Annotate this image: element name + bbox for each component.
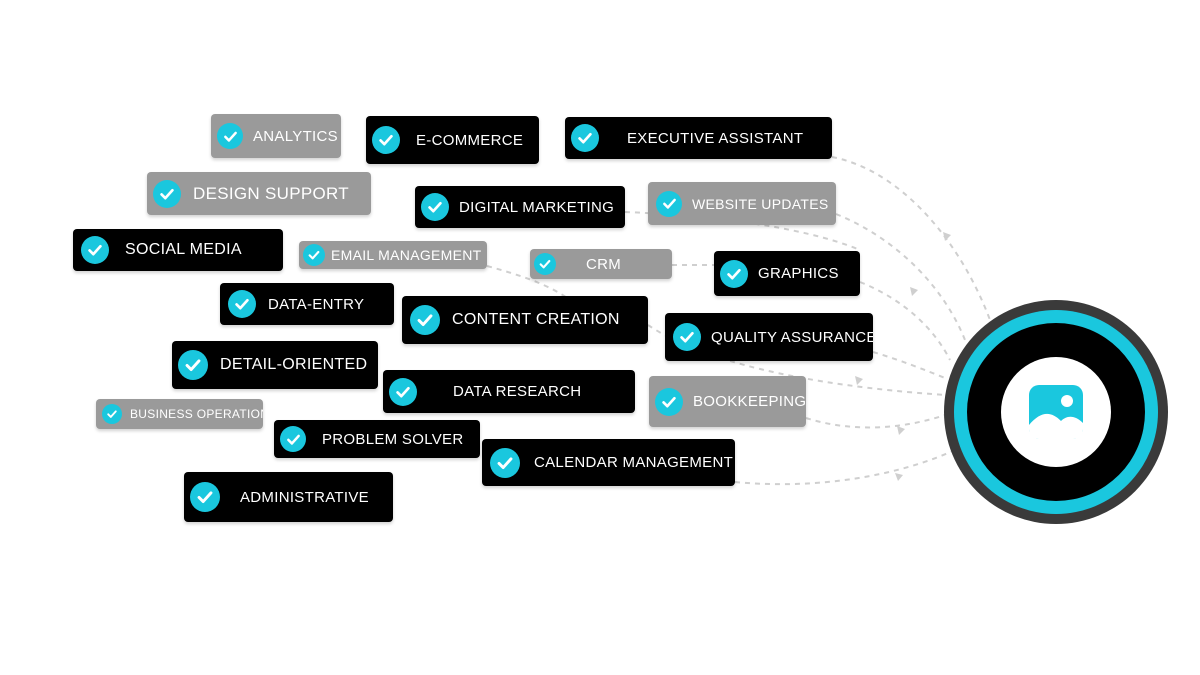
skill-label: DIGITAL MARKETING (459, 198, 615, 216)
check-icon (389, 377, 417, 406)
checkmark-glyph (286, 434, 300, 445)
hub-circle (944, 300, 1168, 524)
check-icon (217, 123, 243, 149)
skill-label: GRAPHICS (758, 265, 839, 282)
check-icon (81, 236, 109, 264)
connector-website-updates (835, 213, 966, 341)
skill-tag-administrative: ADMINISTRATIVE (184, 472, 393, 522)
skill-label: PROBLEM SOLVER (322, 430, 464, 448)
checkmark-glyph (539, 259, 551, 269)
checkmark-glyph (308, 250, 320, 260)
check-icon (228, 290, 256, 318)
checkmark-glyph (428, 201, 442, 213)
check-icon (534, 253, 556, 275)
skill-label: QUALITY ASSURANCE (711, 328, 873, 346)
skill-label: E-COMMERCE (416, 131, 524, 149)
skill-tag-digital-marketing: DIGITAL MARKETING (415, 186, 625, 228)
skill-tag-detail-oriented: DETAIL-ORIENTED (172, 341, 378, 389)
checkmark-glyph (662, 396, 676, 407)
skill-label: EMAIL MANAGEMENT (331, 247, 482, 263)
checkmark-glyph (680, 331, 694, 343)
skill-label: EXECUTIVE ASSISTANT (627, 129, 804, 147)
checkmark-glyph (417, 314, 433, 327)
skill-label: DETAIL-ORIENTED (220, 356, 368, 373)
skill-label: CALENDAR MANAGEMENT (534, 454, 734, 471)
checkmark-glyph (379, 134, 393, 146)
arrowhead-1 (943, 232, 951, 241)
checkmark-glyph (396, 386, 410, 397)
skill-label: CONTENT CREATION (452, 311, 620, 328)
check-icon (673, 323, 701, 351)
skill-label: WEBSITE UPDATES (692, 195, 829, 212)
skill-label: DATA RESEARCH (453, 383, 582, 400)
arrowhead-3 (855, 376, 863, 385)
skill-tag-website-updates: WEBSITE UPDATES (648, 182, 836, 225)
skill-tag-data-entry: DATA-ENTRY (220, 283, 394, 325)
skill-tag-problem-solver: PROBLEM SOLVER (274, 420, 480, 458)
skill-label: BUSINESS OPERATION (130, 407, 263, 421)
skill-label: DESIGN SUPPORT (193, 183, 349, 203)
arrowhead-2 (910, 287, 918, 296)
check-icon (102, 404, 122, 424)
image-icon (1029, 385, 1083, 439)
check-icon (190, 482, 220, 512)
skill-tag-graphics: GRAPHICS (714, 251, 860, 296)
skill-tag-data-research: DATA RESEARCH (383, 370, 635, 413)
checkmark-glyph (88, 244, 102, 256)
check-icon (571, 124, 599, 152)
arrowhead-5 (895, 473, 903, 481)
checkmark-glyph (160, 188, 174, 199)
check-icon (178, 350, 208, 380)
skill-label: CRM (586, 255, 622, 273)
skill-label: ADMINISTRATIVE (240, 488, 369, 506)
skill-tag-content-creation: CONTENT CREATION (402, 296, 648, 344)
check-icon (490, 447, 520, 478)
skill-tag-calendar-management: CALENDAR MANAGEMENT (482, 439, 735, 486)
skill-tag-analytics: ANALYTICS (211, 114, 341, 158)
skill-tag-bookkeeping: BOOKKEEPING (649, 376, 806, 427)
connector-bookkeeping (805, 414, 946, 429)
check-icon (655, 387, 683, 416)
checkmark-glyph (223, 131, 237, 142)
checkmark-glyph (578, 132, 592, 144)
skill-tag-quality-assurance: QUALITY ASSURANCE (665, 313, 873, 361)
checkmark-glyph (497, 456, 513, 469)
check-icon (280, 426, 306, 452)
skill-label: DATA-ENTRY (268, 295, 365, 313)
checkmark-glyph (662, 198, 676, 209)
skill-label: SOCIAL MEDIA (125, 241, 242, 258)
check-icon (656, 190, 682, 217)
check-icon (153, 179, 181, 208)
connector-graphics (859, 281, 951, 361)
check-icon (421, 193, 449, 221)
checkmark-glyph (235, 298, 249, 310)
arrowhead-4 (897, 426, 905, 435)
check-icon (372, 126, 400, 154)
skill-tag-e-commerce: E-COMMERCE (366, 116, 539, 164)
connector-quality-assurance (872, 351, 946, 379)
checkmark-glyph (107, 410, 117, 418)
checkmark-glyph (727, 268, 741, 279)
checkmark-glyph (185, 359, 201, 372)
skill-tag-email-management: EMAIL MANAGEMENT (299, 241, 487, 269)
check-icon (720, 259, 748, 288)
connector-email-management (486, 265, 571, 301)
connector-calendar-management (734, 449, 956, 486)
connector-executive-assistant (831, 156, 991, 321)
check-icon (410, 305, 440, 335)
check-icon (303, 244, 325, 266)
skill-tag-business-operation: BUSINESS OPERATION (96, 399, 263, 429)
connector-content-creation (647, 324, 946, 396)
skill-tag-design-support: DESIGN SUPPORT (147, 172, 371, 215)
hub-core (1001, 357, 1111, 467)
skill-tag-crm: CRM (530, 249, 672, 279)
skill-tag-social-media: SOCIAL MEDIA (73, 229, 283, 271)
skill-tag-executive-assistant: EXECUTIVE ASSISTANT (565, 117, 832, 159)
checkmark-glyph (197, 491, 213, 504)
skill-label: BOOKKEEPING (693, 393, 806, 410)
skill-label: ANALYTICS (253, 127, 338, 145)
